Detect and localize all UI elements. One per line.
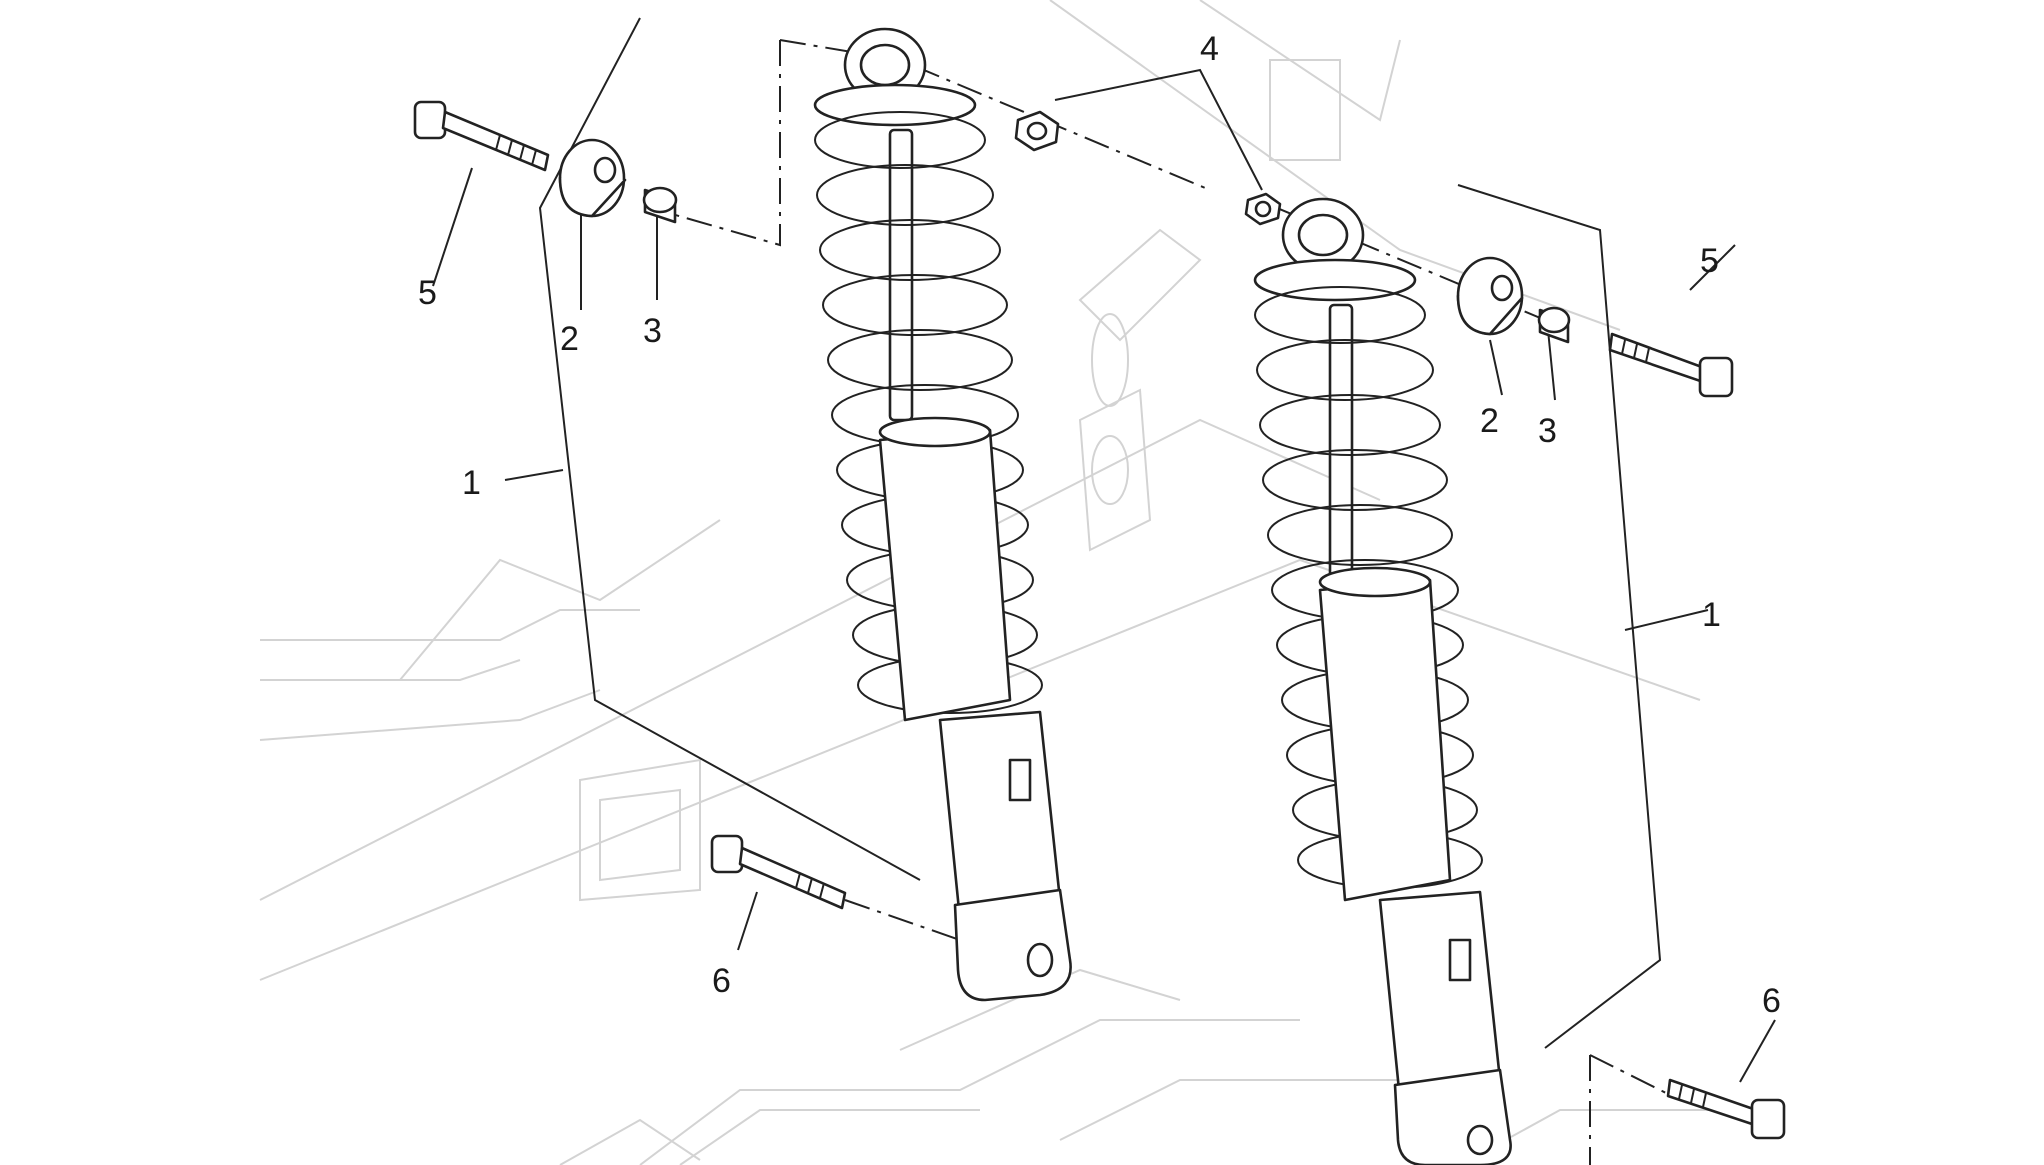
bolt-upper-left: [413, 100, 550, 172]
bolt-upper-right: [1608, 332, 1734, 398]
shock-absorber-right: [1253, 197, 1512, 1165]
callout-3-right: 3: [1538, 412, 1557, 450]
callout-5-left: 5: [418, 274, 437, 312]
callout-2-left: 2: [560, 320, 579, 358]
sleeve-left: [642, 186, 678, 224]
callout-1-right: 1: [1702, 596, 1721, 634]
nut-upper-right: [1244, 192, 1282, 226]
callout-1-left: 1: [462, 464, 481, 502]
nut-upper-center: [1014, 110, 1060, 152]
sleeve-right: [1537, 306, 1571, 344]
axis-lines: [664, 39, 1681, 1165]
bolt-lower-left: [710, 834, 847, 910]
background-frame: [259, 0, 1720, 1165]
callouts: 1 2 3 4 5 6 1 2 3 5 6: [418, 30, 1781, 1020]
callout-4-top: 4: [1200, 30, 1219, 68]
bolt-lower-right: [1666, 1078, 1786, 1140]
bushing-left: [558, 138, 627, 218]
bushing-right: [1456, 256, 1524, 336]
leader-lines: [432, 17, 1776, 1083]
callout-3-left: 3: [643, 312, 662, 350]
hardware: [413, 100, 1786, 1140]
callout-5-right: 5: [1700, 242, 1719, 280]
callout-6-right: 6: [1762, 982, 1781, 1020]
shock-absorber-left: [813, 27, 1072, 1002]
callout-6-left: 6: [712, 962, 731, 1000]
callout-2-right: 2: [1480, 402, 1499, 440]
